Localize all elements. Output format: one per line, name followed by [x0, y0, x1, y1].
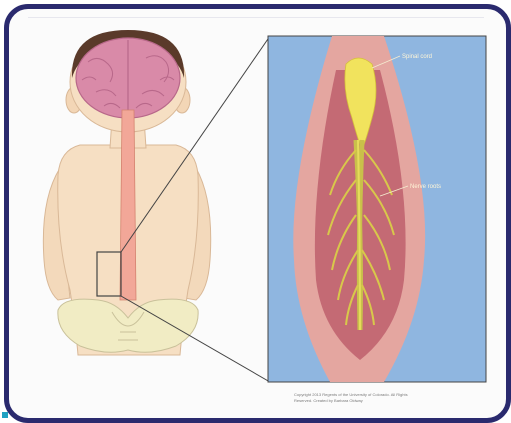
- inset-panel: Spinal cord Nerve roots: [268, 36, 486, 382]
- copyright-line-2: Reserved. Created by Barbara Oldway: [294, 398, 363, 403]
- spinal-column: [120, 110, 136, 300]
- brain: [76, 38, 180, 118]
- copyright-line-1: Copyright 2013 Regents of the University…: [294, 392, 408, 397]
- nerve-roots-label: Nerve roots: [410, 184, 441, 190]
- spinal-cord-label: Spinal cord: [402, 54, 432, 60]
